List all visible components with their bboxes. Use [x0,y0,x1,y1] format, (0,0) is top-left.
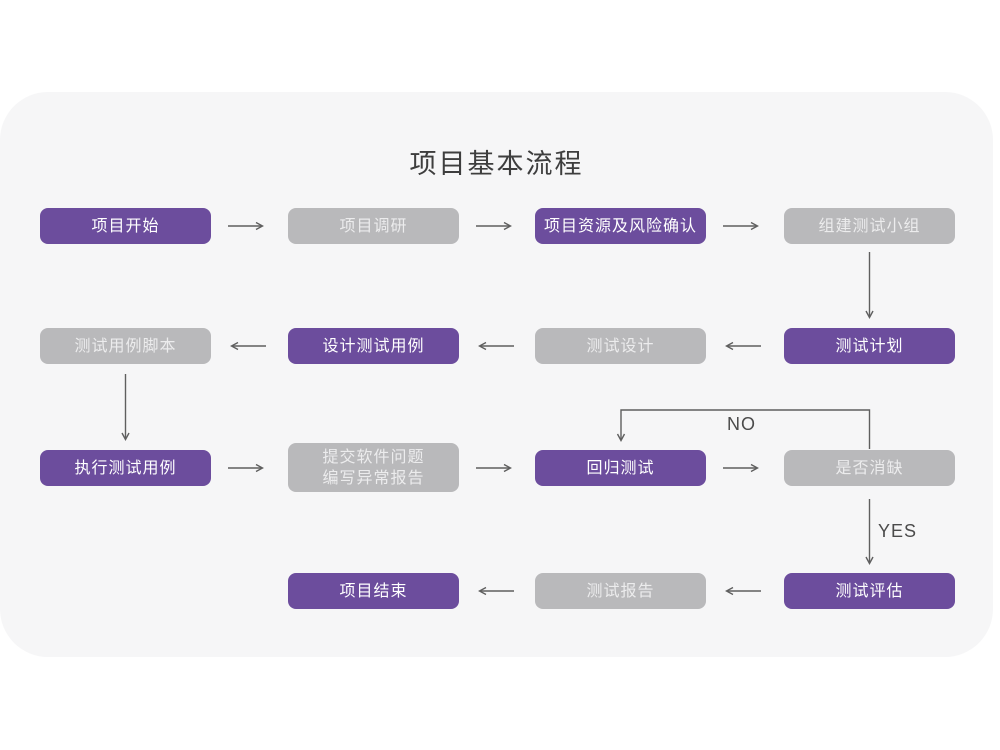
label-no: NO [727,414,756,434]
node-submit-issues: 提交软件问题 编写异常报告 [288,443,459,492]
node-label: 项目开始 [91,217,160,235]
node-label: 测试评估 [835,582,904,600]
node-test-plan: 测试计划 [784,328,955,364]
node-label: 回归测试 [586,459,655,477]
arrow-no-loop [616,409,871,449]
node-defect-resolved: 是否消缺 [784,450,955,486]
node-label: 项目调研 [339,217,408,235]
node-project-end: 项目结束 [288,573,459,609]
node-label: 测试用例脚本 [74,337,177,355]
node-label-line2: 编写异常报告 [322,469,425,487]
node-label: 执行测试用例 [74,459,177,477]
node-label: 测试计划 [835,337,904,355]
label-yes: YES [878,521,918,541]
node-execute-test-cases: 执行测试用例 [40,450,211,486]
node-project-start: 项目开始 [40,208,211,244]
page-title: 项目基本流程 [409,149,584,179]
node-test-design: 测试设计 [535,328,706,364]
node-design-test-cases: 设计测试用例 [288,328,459,364]
node-label: 项目资源及风险确认 [543,217,697,235]
node-label: 是否消缺 [835,459,904,477]
flowchart-card [0,92,993,657]
node-regression-test: 回归测试 [535,450,706,486]
node-test-case-script: 测试用例脚本 [40,328,211,364]
node-label: 组建测试小组 [818,217,921,235]
node-test-report: 测试报告 [535,573,706,609]
node-label: 项目结束 [339,582,408,600]
node-label: 测试设计 [586,337,655,355]
node-resource-risk: 项目资源及风险确认 [535,208,706,244]
node-project-research: 项目调研 [288,208,459,244]
node-test-evaluation: 测试评估 [784,573,955,609]
node-label: 设计测试用例 [322,337,425,355]
node-label-line1: 提交软件问题 [322,448,425,466]
node-label: 测试报告 [586,582,655,600]
node-build-test-team: 组建测试小组 [784,208,955,244]
